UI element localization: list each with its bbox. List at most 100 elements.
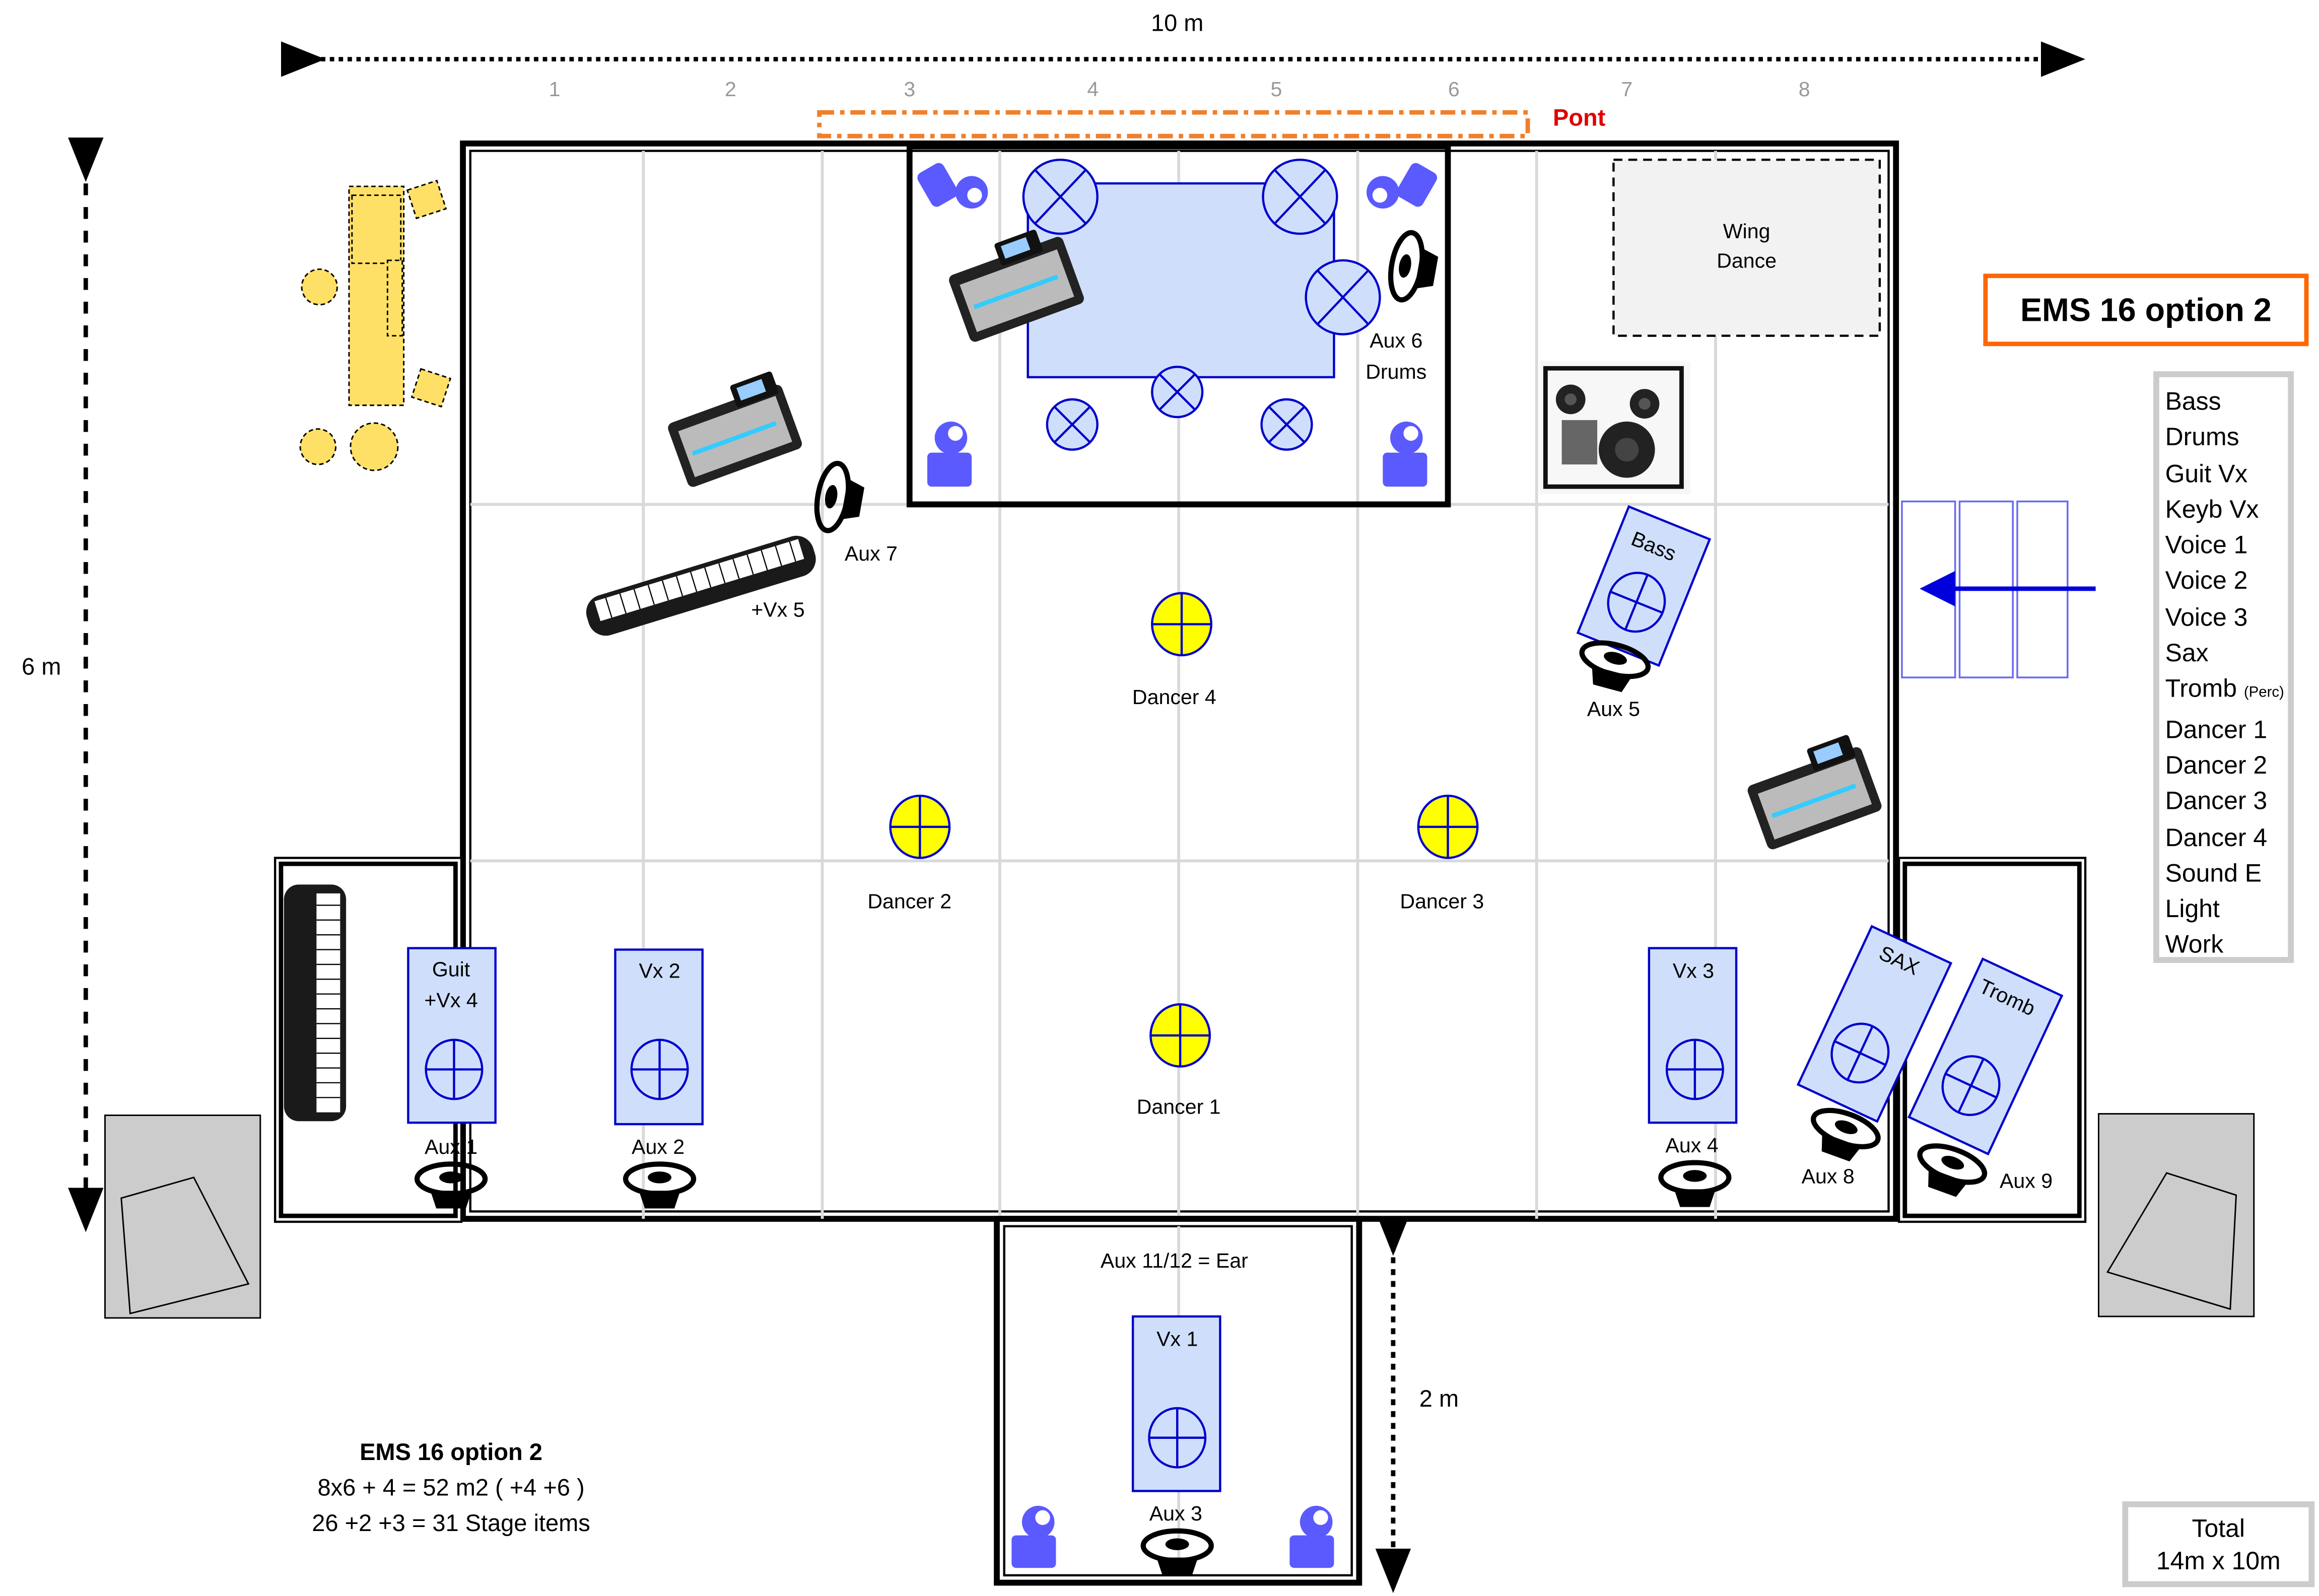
riser-vx1 (1131, 1315, 1221, 1492)
wing-dance-area (1612, 158, 1881, 337)
ear-monitor-label: Aux 11/12 = Ear (1100, 1248, 1248, 1272)
pont-truss (817, 110, 1530, 138)
riser-vx2 (614, 948, 704, 1126)
aux-label: Aux 8 (1801, 1164, 1855, 1188)
aux-label: Aux 2 (632, 1134, 685, 1158)
cymbal-icon (1305, 259, 1381, 335)
speaker-icon-aux8 (1810, 1107, 1881, 1162)
tom-icon (1260, 398, 1313, 451)
side-fill-left (104, 1115, 261, 1319)
legend-item: Bass (2165, 387, 2221, 416)
legend-item: Voice 3 (2165, 603, 2248, 632)
summary-area: 8x6 + 4 = 52 m2 ( +4 +6 ) (317, 1476, 585, 1502)
mixer-console-icon (949, 230, 1084, 342)
tom-icon (1151, 366, 1204, 419)
height-dimension-label: 6 m (22, 655, 61, 681)
drums-label: Drums (1366, 359, 1427, 383)
total-dimensions: 14m x 10m (2156, 1547, 2281, 1575)
dancer-label: Dancer 3 (1400, 889, 1484, 913)
legend-item: Tromb (Perc) (2165, 675, 2284, 704)
column-number: 1 (549, 77, 561, 101)
riser-sax (1796, 925, 1953, 1123)
dancer-label: Dancer 1 (1136, 1094, 1221, 1119)
aux-label: Aux 9 (2000, 1168, 2053, 1193)
riser-guit (407, 947, 497, 1124)
column-number: 4 (1087, 77, 1099, 101)
moving-head-light-icon (1289, 1505, 1334, 1568)
aux7-label: Aux 7 (844, 541, 898, 565)
speaker-icon-aux1 (414, 1161, 488, 1209)
speaker-icons (414, 230, 1988, 1575)
dancer-marker-3 (1417, 794, 1479, 859)
riser-vx3 (1648, 947, 1738, 1124)
speaker-icon-aux9 (1917, 1143, 1988, 1197)
legend-item: Voice 1 (2165, 531, 2248, 560)
aux5-label: Aux 5 (1587, 697, 1640, 721)
cymbal-icon (1022, 158, 1099, 235)
speaker-icon-aux4 (1658, 1160, 1732, 1207)
aux-label: Aux 4 (1665, 1133, 1719, 1157)
column-number: 8 (1798, 77, 1810, 101)
keyboard-vx5-label: +Vx 5 (751, 597, 805, 621)
speaker-cabinet-icon (1539, 361, 1691, 494)
riser-label: Vx 2 (639, 958, 680, 983)
column-number: 7 (1621, 77, 1633, 101)
pont-label: Pont (1553, 106, 1606, 132)
speaker-icon-aux3 (1140, 1528, 1214, 1575)
riser-bass (1576, 505, 1712, 667)
column-number: 2 (725, 77, 736, 101)
legend-item: Dancer 1 (2165, 715, 2268, 744)
mixer-console-icon (668, 371, 802, 487)
width-dimension-label: 10 m (1150, 12, 1204, 37)
moving-head-light-icon (1367, 163, 1438, 209)
legend-item: Light (2165, 895, 2220, 924)
keyboard-icon (284, 884, 347, 1122)
moving-head-light-icon (1383, 422, 1427, 487)
drum-riser-frame (906, 143, 1451, 508)
legend-box: Bass Drums Guit Vx Keyb Vx Voice 1 Voice… (2153, 371, 2294, 963)
dancer-label: Dancer 4 (1132, 684, 1216, 709)
vx1-label: Vx 1 (1156, 1327, 1198, 1351)
legend-item: Dancer 4 (2165, 823, 2268, 852)
tom-icon (1046, 398, 1099, 451)
title-text: EMS 16 option 2 (2020, 291, 2272, 328)
speaker-icon-aux7 (814, 460, 865, 533)
moving-head-light-icon (927, 422, 972, 487)
total-box: Total 14m x 10m (2122, 1501, 2315, 1587)
dancer-label: Dancer 2 (867, 889, 952, 913)
summary-title: EMS 16 option 2 (360, 1440, 542, 1466)
drum-kit (1022, 158, 1381, 451)
side-fill-right (2097, 1113, 2255, 1317)
dancer-marker-2 (889, 794, 951, 859)
cymbal-icon (1262, 158, 1338, 235)
light-fixtures (917, 163, 1438, 1568)
keyboard-icon (586, 535, 816, 636)
column-number: 5 (1270, 77, 1282, 101)
legend-item: Dancer 3 (2165, 787, 2268, 816)
thrust-dimension-label: 2 m (1419, 1387, 1459, 1413)
title-box: EMS 16 option 2 (1983, 273, 2309, 346)
legend-item: Dancer 2 (2165, 751, 2268, 780)
dancer-marker-4 (1151, 592, 1212, 657)
speaker-icon-aux5 (1579, 640, 1651, 692)
speaker-icon-aux2 (623, 1161, 697, 1209)
riser-label: Guit (432, 957, 470, 981)
dancer-marker-1 (1149, 1003, 1211, 1068)
moving-head-light-icon (1011, 1505, 1056, 1568)
aux-label: Aux 1 (424, 1134, 478, 1158)
backstage-furniture (299, 179, 452, 471)
legend-item: Voice 2 (2165, 567, 2248, 596)
summary-block: EMS 16 option 2 8x6 + 4 = 52 m2 ( +4 +6 … (281, 1436, 621, 1543)
moving-head-light-icon (917, 163, 988, 209)
legend-item: Sound E (2165, 859, 2262, 887)
legend-item: Work (2165, 931, 2224, 959)
aux3-label: Aux 3 (1149, 1501, 1202, 1525)
total-label: Total (2192, 1514, 2245, 1543)
aux6-label: Aux 6 (1370, 328, 1423, 353)
riser-label: Vx 3 (1672, 958, 1715, 983)
mixer-console-icon (1747, 735, 1882, 850)
riser-label: +Vx 4 (424, 988, 478, 1012)
column-number: 3 (904, 77, 916, 101)
